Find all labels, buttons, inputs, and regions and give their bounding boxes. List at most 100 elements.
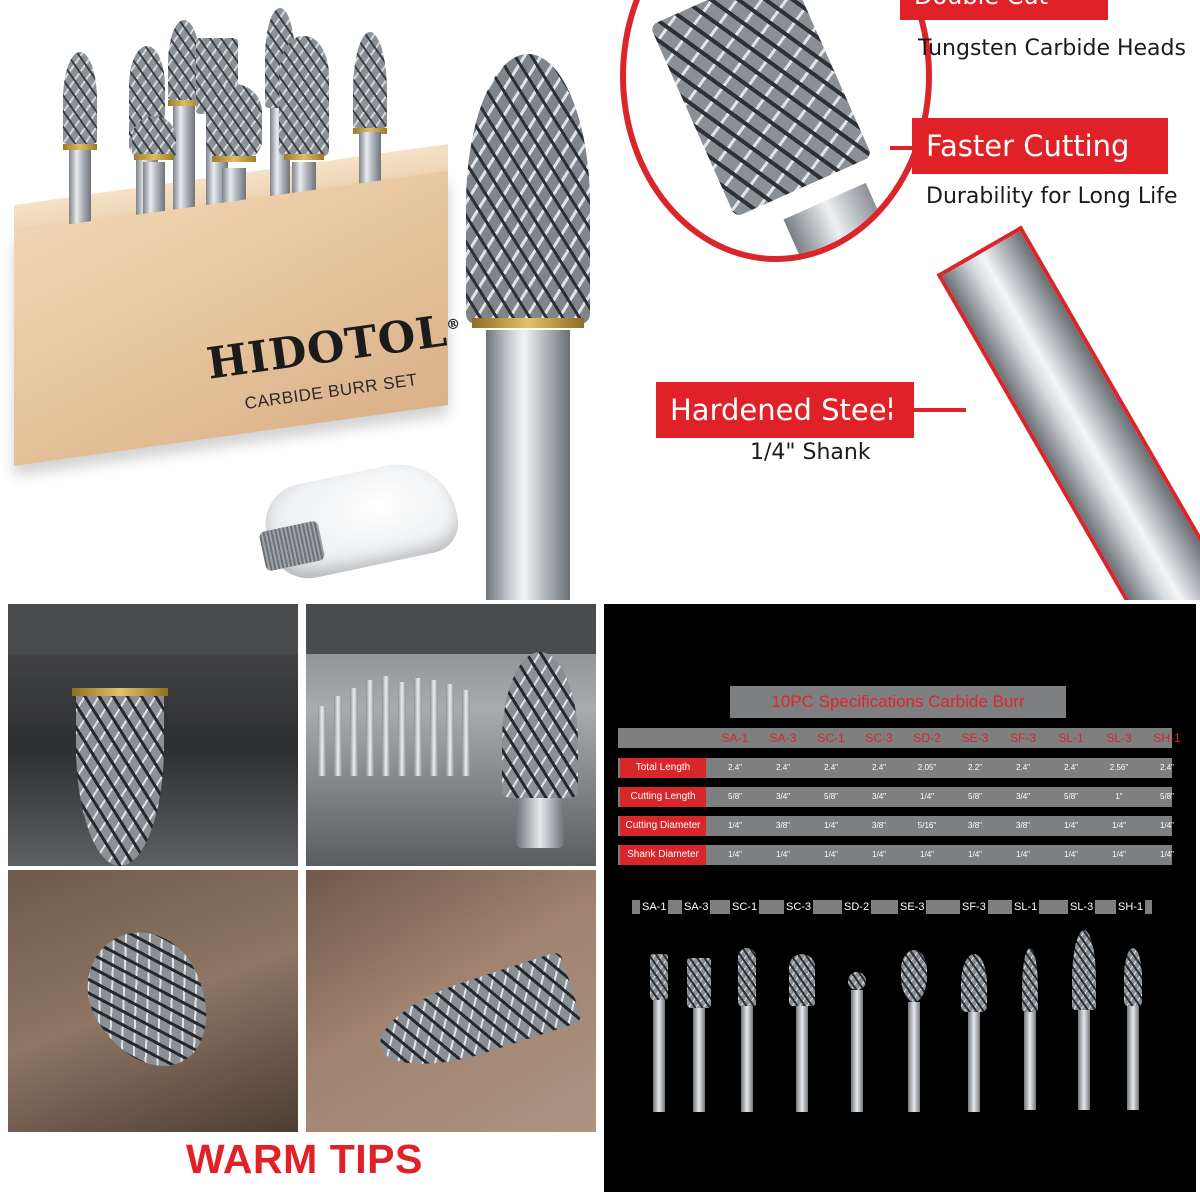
burr-ring bbox=[72, 688, 168, 696]
bit-sf-3 bbox=[960, 954, 988, 1112]
spec-cell: 2.4" bbox=[1160, 763, 1174, 772]
spec-col-header: SL-1 bbox=[1058, 731, 1084, 745]
spec-row-label: Shank Diameter bbox=[620, 845, 706, 865]
spec-cell: 3/4" bbox=[872, 792, 886, 801]
spec-cell: 1/4" bbox=[728, 821, 742, 830]
tip-caption-bar bbox=[8, 870, 298, 920]
spec-cell: 2.2" bbox=[968, 763, 982, 772]
spec-cell: 2.56" bbox=[1109, 763, 1129, 772]
spec-col-header: SH-1 bbox=[1153, 731, 1181, 745]
spec-col-header: SD-2 bbox=[913, 731, 941, 745]
spec-cell: 1/4" bbox=[824, 821, 838, 830]
bit-sa-1 bbox=[648, 954, 670, 1112]
bit-label: SL-3 bbox=[1068, 900, 1096, 914]
carbide-burr-icon bbox=[76, 688, 164, 866]
spec-cell: 1/4" bbox=[872, 850, 886, 859]
tip-caption-bar bbox=[306, 604, 596, 654]
spec-cell: 1/4" bbox=[1112, 850, 1126, 859]
carbide-burr-icon bbox=[502, 652, 578, 798]
burr-bit bbox=[60, 52, 100, 282]
tip-tile bbox=[306, 604, 596, 866]
spec-cell: 1/4" bbox=[1064, 821, 1078, 830]
spec-header-row: SA-1 SA-3 SC-1 SC-3 SD-2 SE-3 SF-3 SL-1 … bbox=[618, 728, 1181, 748]
spec-cell: 1/4" bbox=[1160, 821, 1174, 830]
large-burr-shank bbox=[486, 330, 570, 600]
bit-label: SH-1 bbox=[1116, 900, 1146, 914]
spec-cell: 1/4" bbox=[968, 850, 982, 859]
spec-cell: 2.4" bbox=[824, 763, 838, 772]
spec-cell: 1/4" bbox=[920, 792, 934, 801]
bit-se-3 bbox=[900, 950, 928, 1112]
spec-cell: 1/4" bbox=[776, 850, 790, 859]
leader-line bbox=[886, 408, 966, 412]
spec-cell: 1/4" bbox=[920, 850, 934, 859]
zoom-circle bbox=[620, 0, 932, 262]
bit-sc-3 bbox=[788, 954, 816, 1112]
spec-cell: 2.4" bbox=[776, 763, 790, 772]
leader-line bbox=[890, 146, 914, 150]
specifications-panel: 10PC Specifications Carbide Burr SA-1 SA… bbox=[604, 604, 1196, 1192]
spec-cell: 1/4" bbox=[728, 850, 742, 859]
spec-cell: 2.4" bbox=[1016, 763, 1030, 772]
spec-table: SA-1 SA-3 SC-1 SC-3 SD-2 SE-3 SF-3 SL-1 … bbox=[618, 728, 1181, 874]
bit-sh-1 bbox=[1122, 948, 1144, 1110]
spec-cell: 2.4" bbox=[1064, 763, 1078, 772]
bit-label: SE-3 bbox=[898, 900, 927, 914]
bit-label: SD-2 bbox=[842, 900, 872, 914]
spec-col-header: SE-3 bbox=[961, 731, 989, 745]
spec-cell: 5/8" bbox=[1160, 792, 1174, 801]
spec-cell: 1/4" bbox=[1160, 850, 1174, 859]
shank-size-text: 1/4" Shank bbox=[750, 440, 871, 465]
spec-cell: 3/8" bbox=[968, 821, 982, 830]
spec-col-header: SL-3 bbox=[1106, 731, 1132, 745]
bit-sl-1 bbox=[1020, 948, 1040, 1110]
durability-text: Durability for Long Life bbox=[926, 184, 1178, 209]
spec-cell: 2.05" bbox=[917, 763, 937, 772]
warm-tips-panel: WARM TIPS bbox=[0, 600, 600, 1200]
bit-label: SF-3 bbox=[960, 900, 988, 914]
bit-label: SL-1 bbox=[1012, 900, 1040, 914]
spec-row-cutting-diameter: Cutting Diameter 1/4" 3/8" 1/4" 3/8" 5/1… bbox=[618, 816, 1174, 836]
spec-cell: 2.4" bbox=[872, 763, 886, 772]
tip-tile bbox=[8, 870, 298, 1132]
spec-cell: 5/8" bbox=[824, 792, 838, 801]
spec-cell: 5/8" bbox=[968, 792, 982, 801]
tip-tile bbox=[306, 870, 596, 1132]
spec-col-header: SC-1 bbox=[817, 731, 845, 745]
tungsten-heads-text: Tungsten Carbide Heads bbox=[918, 36, 1186, 61]
product-photo-panel: HIDOTOL® CARBIDE BURR SET bbox=[0, 0, 600, 600]
spec-row-shank-diameter: Shank Diameter 1/4" 1/4" 1/4" 1/4" 1/4" … bbox=[618, 845, 1174, 865]
carbide-burr-icon bbox=[369, 950, 583, 1084]
spec-cell: 3/4" bbox=[1016, 792, 1030, 801]
large-burr-ring bbox=[472, 318, 584, 328]
spec-cell: 2.4" bbox=[728, 763, 742, 772]
spec-cell: 1/4" bbox=[1064, 850, 1078, 859]
tip-caption-bar bbox=[8, 604, 298, 654]
double-cut-tag: Double Cut bbox=[900, 0, 1108, 20]
spec-cell: 5/8" bbox=[728, 792, 742, 801]
spec-col-header: SF-3 bbox=[1009, 731, 1036, 745]
spec-col-header: SA-3 bbox=[769, 731, 797, 745]
spec-cell: 3/8" bbox=[1016, 821, 1030, 830]
bit-label: SA-1 bbox=[640, 900, 669, 914]
warm-tips-heading: WARM TIPS bbox=[186, 1136, 423, 1182]
spec-cell: 1/4" bbox=[824, 850, 838, 859]
bit-label-bar: SA-1 SA-3 SC-1 SC-3 SD-2 SE-3 SF-3 SL-1 … bbox=[632, 900, 1152, 914]
spec-row-label: Cutting Length bbox=[620, 787, 706, 807]
spec-cell: 5/8" bbox=[1064, 792, 1078, 801]
burr-shank bbox=[516, 798, 564, 848]
tip-caption-bar bbox=[306, 870, 596, 920]
bit-sc-1 bbox=[736, 948, 758, 1112]
spec-cell: 1" bbox=[1115, 792, 1123, 801]
spec-col-header: SA-1 bbox=[721, 731, 749, 745]
burr-bit bbox=[164, 20, 204, 226]
shank-closeup bbox=[936, 225, 1200, 600]
bit-label: SC-1 bbox=[730, 900, 760, 914]
tip-tile bbox=[8, 604, 298, 866]
spec-cell: 3/8" bbox=[872, 821, 886, 830]
spec-row-cutting-length: Cutting Length 5/8" 3/4" 5/8" 3/4" 1/4" … bbox=[618, 787, 1174, 807]
bit-label: SA-3 bbox=[682, 900, 711, 914]
spec-row-label: Cutting Diameter bbox=[620, 816, 706, 836]
bit-label: SC-3 bbox=[784, 900, 814, 914]
burr-set-row bbox=[314, 666, 484, 776]
